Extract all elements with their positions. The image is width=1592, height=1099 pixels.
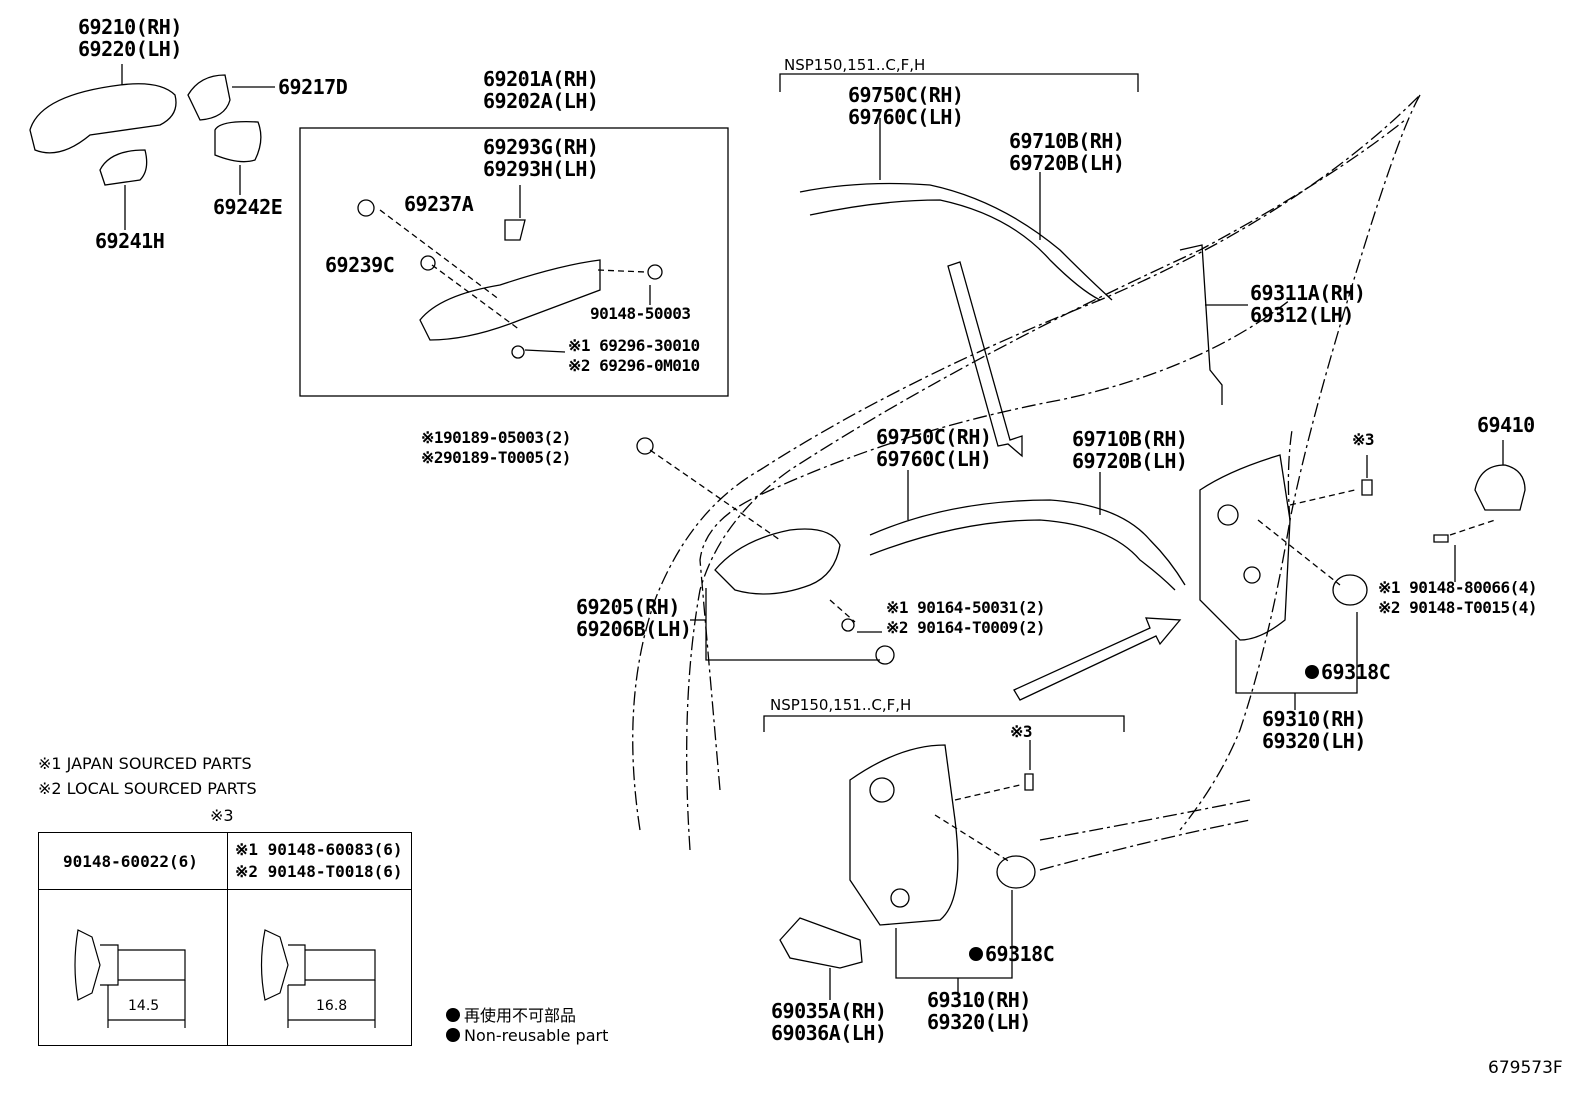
label-ref3-top: ※3 [1352,430,1375,449]
label-cable-mid-lh: 69760C(LH) [876,447,992,471]
legend-jp-text: 再使用不可部品 [464,1006,577,1025]
label-cable-top2-lh: 69720B(LH) [1009,151,1125,175]
label-cable-top2-rh: 69710B(RH) [1009,129,1125,153]
cable-top-1 [799,182,1113,301]
bracket-bottom [763,715,1125,732]
note-japan-sourced: ※1 JAPAN SOURCED PARTS [38,754,252,773]
note-table-ref: ※3 [210,806,234,825]
note-local-sourced: ※2 LOCAL SOURCED PARTS [38,779,257,798]
label-frame-assy-lh: 69202A(LH) [483,89,599,113]
label-lock-top-rh: 69310(RH) [1262,707,1366,731]
label-cable-mid-rh: 69750C(RH) [876,425,992,449]
dimension-right: 16.8 [316,998,348,1014]
label-cable-top-rh: 69750C(RH) [848,83,964,107]
frame-assy-box [299,127,729,397]
label-seal-top: 69318C [1321,660,1391,684]
frame-shape [419,259,601,341]
arrow-down [947,261,1023,458]
legend-en: Non-reusable part [446,1026,608,1045]
label-seal-bottom: 69318C [985,942,1055,966]
outer-handle-shape [29,83,177,154]
non-reusable-dot-icon [446,1028,460,1042]
label-lock-top-lh: 69320(LH) [1262,729,1366,753]
label-cap: 69217D [278,75,348,99]
label-handle-outer-lh: 69220(LH) [78,37,182,61]
label-frame-bolt: 90148-50003 [590,304,691,323]
label-clip-mid-1: ※190189-05003(2) [421,428,571,447]
label-striker-screw-2: ※2 90148-T0015(4) [1378,598,1538,617]
label-inner-handle-rh: 69205(RH) [576,595,680,619]
label-frame-assy-rh: 69201A(RH) [483,67,599,91]
bracket-top [779,73,1139,92]
label-clip-mid-2: ※290189-T0005(2) [421,448,571,467]
cover-shape [779,917,863,969]
label-striker-screw-1: ※1 90148-80066(4) [1378,578,1538,597]
bolt-spec-table: 90148-60022(6) ※1 90148-60083(6) ※2 9014… [38,832,412,1046]
cable-mid-1 [869,499,1186,586]
label-ref3-bottom: ※3 [1010,722,1033,741]
label-cable-mid2-lh: 69720B(LH) [1072,449,1188,473]
door-rear-outline [1179,94,1421,831]
label-lock-bottom-rh: 69310(RH) [927,988,1031,1012]
rod-shape [1179,244,1223,405]
label-inner-handle-lh: 69206B(LH) [576,617,692,641]
label-rod-rh: 69311A(RH) [1250,281,1366,305]
label-cover-rh: 69035A(RH) [771,999,887,1023]
label-cable-top-lh: 69760C(LH) [848,105,964,129]
label-cover-lh: 69036A(LH) [771,1021,887,1045]
striker-shape [1474,464,1526,511]
arrow-right [1013,617,1182,701]
label-inner-screw-1: ※1 90164-50031(2) [886,598,1046,617]
dimension-left: 14.5 [128,998,160,1014]
label-lock-bottom-lh: 69320(LH) [927,1010,1031,1034]
label-inner-screw-2: ※2 90164-T0009(2) [886,618,1046,637]
non-reusable-dot-icon [446,1008,460,1022]
label-frame-inner-lh: 69293H(LH) [483,157,599,181]
label-handle-outer-rh: 69210(RH) [78,15,182,39]
label-frame-inner-rh: 69293G(RH) [483,135,599,159]
label-striker: 69410 [1477,413,1535,437]
figure-id: 679573F [1488,1058,1563,1078]
inner-handle-shape [714,528,841,595]
table-left-header: 90148-60022(6) [63,852,198,871]
label-frame-screw-2: ※2 69296-0M010 [568,356,700,375]
label-rod-lh: 69312(LH) [1250,303,1354,327]
label-frame-screw-1: ※1 69296-30010 [568,336,700,355]
label-pad-b: 69242E [213,195,283,219]
table-right-header-2: ※2 90148-T0018(6) [235,862,403,881]
header-model-top: NSP150,151..C,F,H [784,56,926,74]
legend-en-text: Non-reusable part [464,1026,609,1045]
table-right-header-1: ※1 90148-60083(6) [235,840,403,859]
legend-jp: 再使用不可部品 [446,1002,576,1026]
door-outline-outer [632,94,1421,831]
label-clip-a: 69237A [404,192,474,216]
label-clip-b: 69239C [325,253,395,277]
label-pad-a: 69241H [95,229,165,253]
door-outline-inner [686,119,1406,851]
lock-bottom-shape [849,744,959,926]
label-cable-mid2-rh: 69710B(RH) [1072,427,1188,451]
lock-top-shape [1199,454,1291,641]
header-model-bottom: NSP150,151..C,F,H [770,696,912,714]
door-belt-line [699,299,1291,791]
